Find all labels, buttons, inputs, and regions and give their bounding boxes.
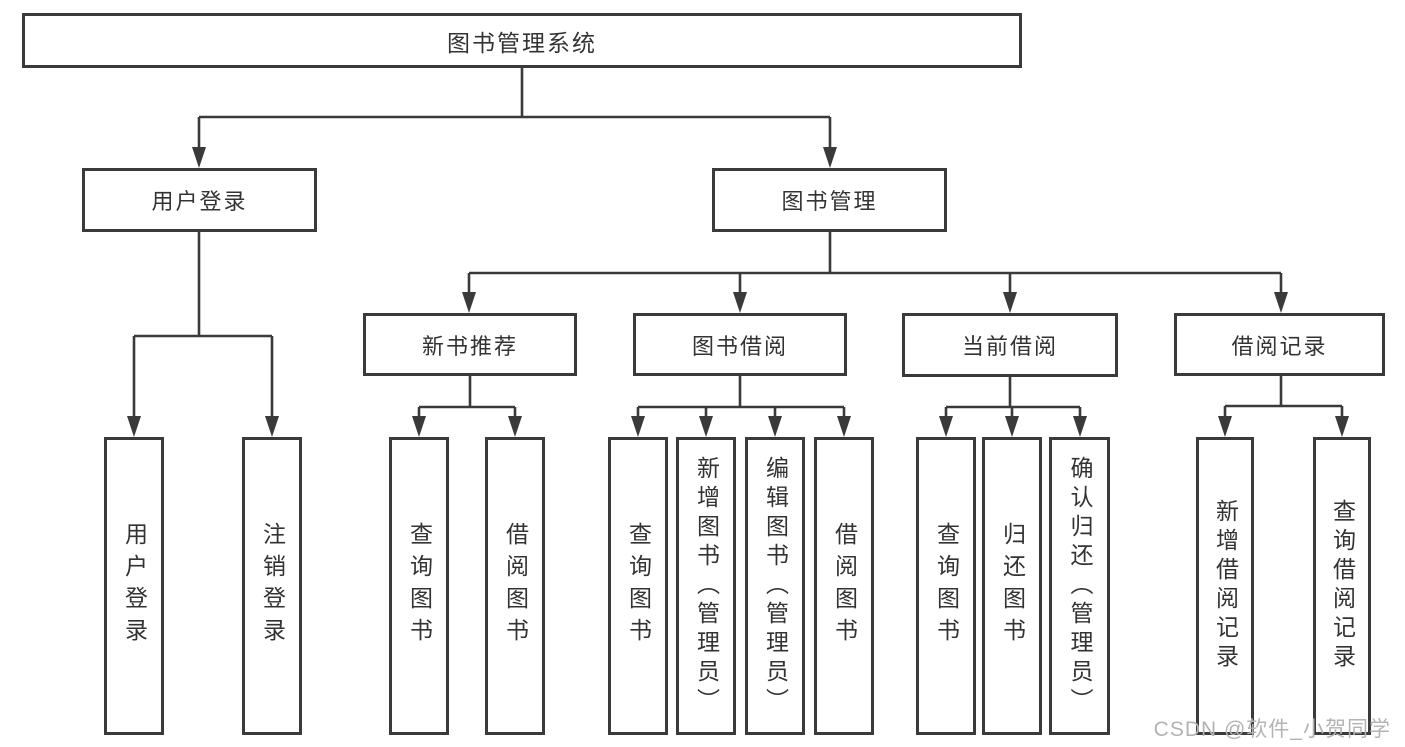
arrowheads	[127, 147, 1349, 437]
arrow-down-icon	[412, 416, 426, 437]
node-book-borrow: 图书借阅	[633, 313, 847, 376]
node-new-book-recommend-label: 新书推荐	[421, 333, 518, 359]
watermark: CSDN @软件_小贺同学	[1153, 718, 1391, 741]
leaf-borrow-books: 借阅图书	[814, 437, 874, 735]
leaf-confirm-return-admin-label: 确认归还（管理员）	[1067, 455, 1093, 717]
connector-root	[197, 68, 832, 150]
leaf-return-books-label: 归还图书	[999, 522, 1026, 650]
node-new-book-recommend: 新书推荐	[363, 313, 577, 376]
leaf-add-books-admin: 新增图书（管理员）	[676, 437, 736, 735]
leaf-logout-label: 注销登录	[259, 522, 286, 650]
leaf-query-books-borrow: 查询图书	[608, 437, 668, 735]
leaf-add-borrow-record-label: 新增借阅记录	[1212, 499, 1239, 673]
node-user-login-label: 用户登录	[151, 189, 248, 214]
node-borrow-records: 借阅记录	[1174, 313, 1385, 376]
leaf-add-books-admin-label: 新增图书（管理员）	[693, 455, 720, 717]
leaf-query-books-current-label: 查询图书	[933, 522, 960, 650]
connector-user-login	[132, 232, 274, 419]
leaf-query-books-recommend-label: 查询图书	[406, 522, 433, 650]
node-current-borrow-label: 当前借阅	[961, 334, 1058, 359]
node-root-label: 图书管理系统	[447, 29, 597, 56]
arrow-down-icon	[1218, 416, 1232, 437]
leaf-user-login-label: 用户登录	[121, 522, 148, 650]
arrow-down-icon	[1073, 416, 1087, 437]
arrow-down-icon	[192, 147, 206, 168]
leaf-query-borrow-record-label: 查询借阅记录	[1329, 499, 1356, 673]
leaf-query-books-recommend: 查询图书	[389, 437, 449, 735]
leaf-borrow-books-recommend: 借阅图书	[485, 437, 545, 735]
node-current-borrow: 当前借阅	[902, 313, 1118, 377]
arrow-down-icon	[823, 147, 837, 168]
arrow-down-icon	[127, 416, 141, 437]
arrow-down-icon	[631, 416, 645, 437]
node-book-management-label: 图书管理	[781, 189, 878, 214]
arrow-down-icon	[508, 416, 522, 437]
connector-current-borrow	[944, 377, 1082, 419]
node-root: 图书管理系统	[22, 13, 1022, 68]
connector-borrow-records	[1223, 376, 1344, 419]
leaf-edit-books-admin-label: 编辑图书（管理员）	[762, 455, 789, 717]
leaf-add-borrow-record: 新增借阅记录	[1196, 437, 1254, 735]
connector-book-management	[467, 232, 1283, 295]
leaf-query-books-borrow-label: 查询图书	[625, 522, 652, 650]
arrow-down-icon	[733, 292, 747, 313]
arrow-down-icon	[1274, 292, 1288, 313]
leaf-edit-books-admin: 编辑图书（管理员）	[745, 437, 805, 735]
node-book-borrow-label: 图书借阅	[691, 333, 788, 359]
node-user-login: 用户登录	[82, 168, 317, 232]
arrow-down-icon	[699, 416, 713, 437]
arrow-down-icon	[768, 416, 782, 437]
node-book-management: 图书管理	[712, 168, 947, 232]
connector-book-borrow	[636, 376, 846, 419]
arrow-down-icon	[939, 416, 953, 437]
arrow-down-icon	[1003, 292, 1017, 313]
arrow-down-icon	[1005, 416, 1019, 437]
leaf-user-login: 用户登录	[104, 437, 164, 735]
leaf-return-books: 归还图书	[982, 437, 1042, 735]
connector-new-book-recommend	[417, 376, 517, 419]
arrow-down-icon	[1335, 416, 1349, 437]
arrow-down-icon	[265, 416, 279, 437]
arrow-down-icon	[462, 292, 476, 313]
leaf-confirm-return-admin: 确认归还（管理员）	[1049, 437, 1110, 735]
leaf-borrow-books-recommend-label: 借阅图书	[502, 522, 529, 650]
node-borrow-records-label: 借阅记录	[1231, 333, 1328, 359]
leaf-query-borrow-record: 查询借阅记录	[1313, 437, 1371, 735]
leaf-logout: 注销登录	[242, 437, 302, 735]
leaf-query-books-current: 查询图书	[916, 437, 976, 735]
leaf-borrow-books-label: 借阅图书	[831, 522, 858, 650]
arrow-down-icon	[837, 416, 851, 437]
